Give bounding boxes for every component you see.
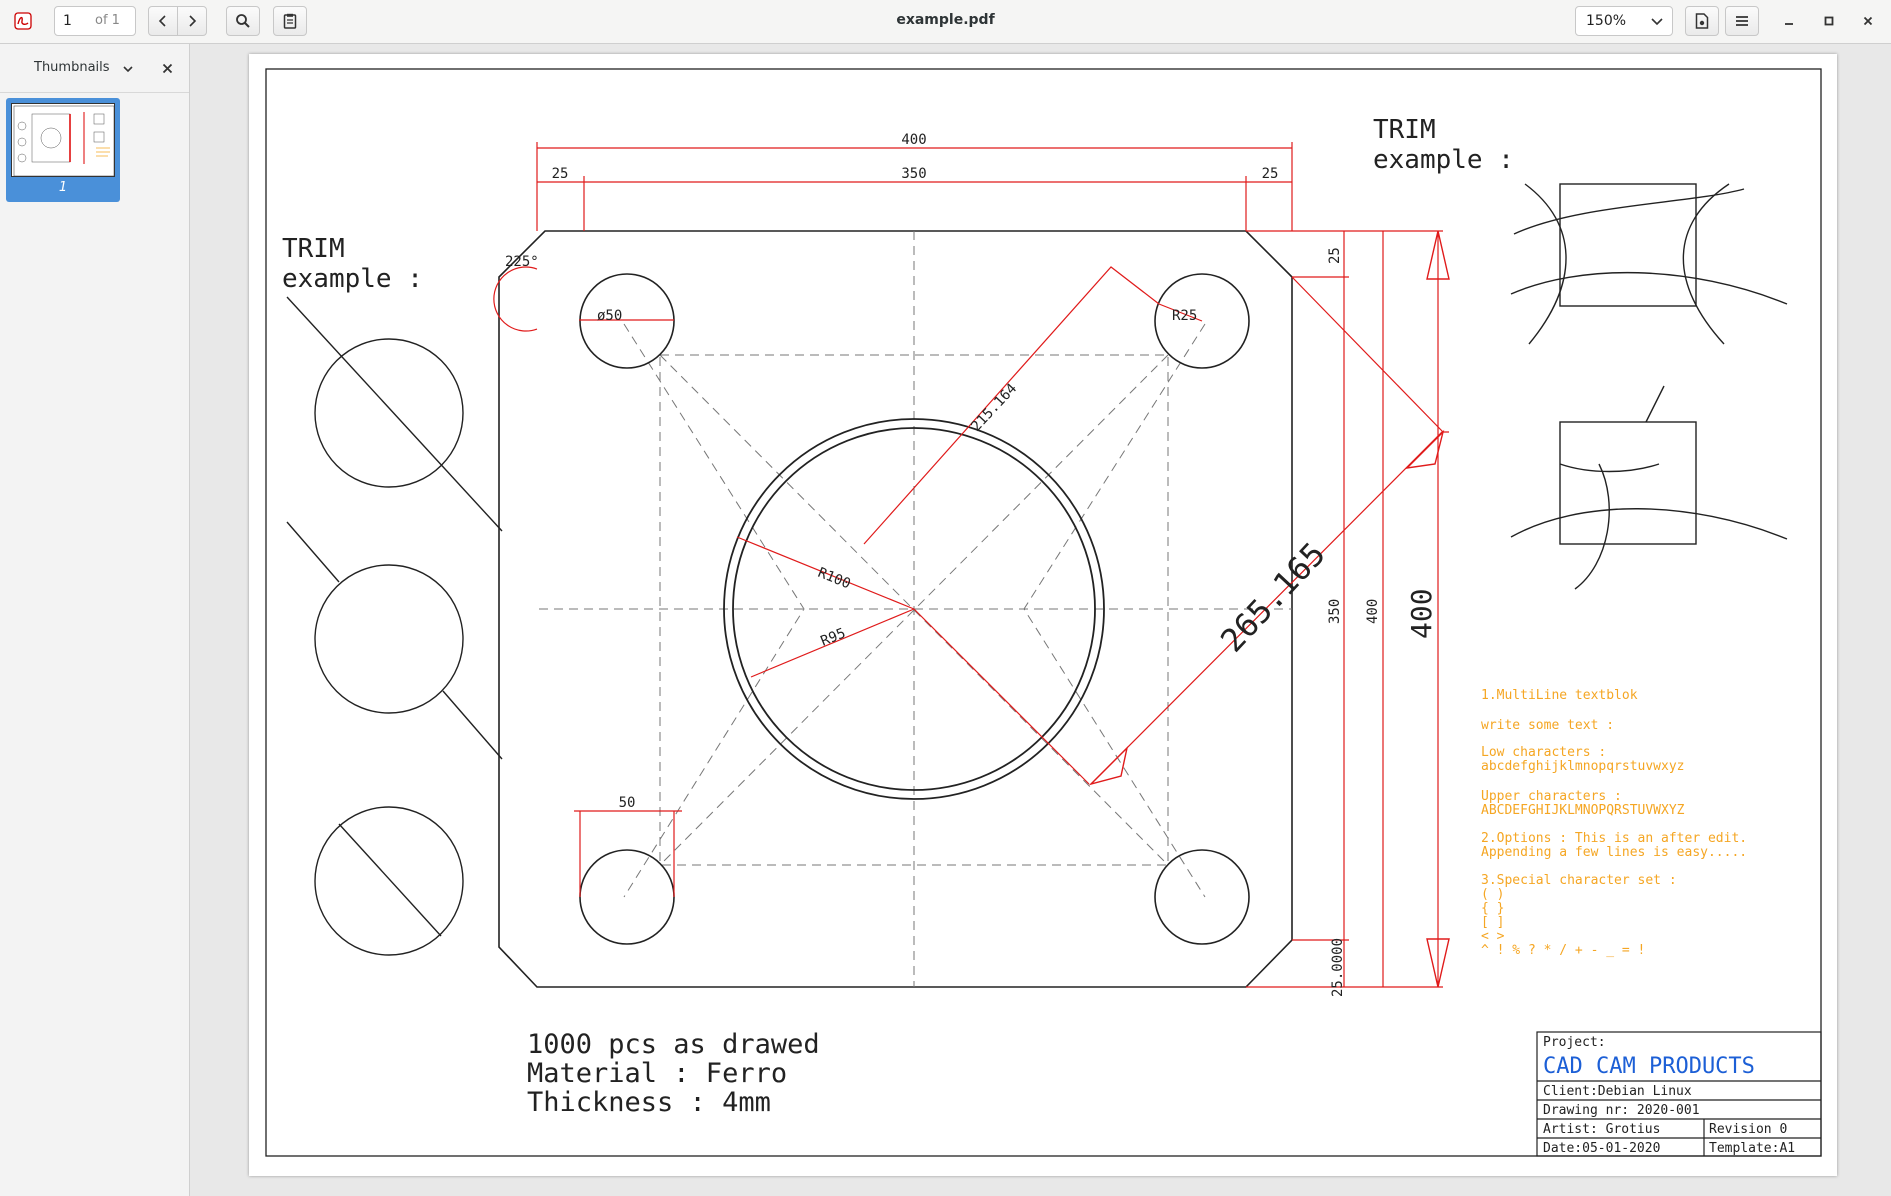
dim-diagonal-2: 265.165 bbox=[1213, 535, 1333, 660]
minimize-icon bbox=[1785, 23, 1793, 25]
text-line: < > bbox=[1481, 929, 1505, 944]
dim-r100: R100 bbox=[816, 565, 853, 592]
dim-vertical-25: 25 bbox=[1327, 247, 1343, 264]
annotations-button[interactable] bbox=[273, 6, 307, 36]
thumbnail-page-number: 1 bbox=[58, 180, 68, 195]
dimension-arrows bbox=[1088, 230, 1450, 988]
sidebar-header: Thumbnails bbox=[0, 44, 189, 93]
hamburger-menu-icon bbox=[1736, 16, 1748, 26]
dim-width-50: 50 bbox=[619, 795, 636, 811]
page-number: 1 bbox=[63, 13, 72, 29]
project-label: Project: bbox=[1543, 1035, 1606, 1050]
left-trim-shapes bbox=[286, 296, 503, 956]
close-icon bbox=[1863, 16, 1873, 26]
zoom-value: 150% bbox=[1586, 13, 1627, 29]
artist-info: Artist: Grotius bbox=[1543, 1122, 1660, 1137]
chevron-left-icon bbox=[158, 15, 166, 27]
note-material: Material : Ferro bbox=[527, 1058, 787, 1089]
dim-bottom-25: 25.0000 bbox=[1330, 938, 1346, 997]
text-line: ( ) bbox=[1481, 887, 1504, 902]
dim-right-margin: 25 bbox=[1262, 166, 1279, 182]
sidebar-mode-label[interactable]: Thumbnails bbox=[34, 60, 110, 75]
page-thumbnail[interactable]: 1 bbox=[6, 98, 120, 202]
dim-overall-width: 400 bbox=[901, 132, 926, 148]
template-info: Template:A1 bbox=[1709, 1141, 1795, 1156]
dim-angle: 225° bbox=[505, 254, 539, 270]
drawing-frame bbox=[265, 68, 1822, 1157]
previous-page-button[interactable] bbox=[148, 6, 178, 36]
sidebar: Thumbnails 1 bbox=[0, 44, 190, 1196]
close-sidebar-icon[interactable] bbox=[162, 63, 173, 74]
multiline-text-block: 1.MultiLine textblok write some text : L… bbox=[1481, 688, 1747, 958]
app-icon bbox=[12, 6, 34, 36]
text-line: write some text : bbox=[1481, 718, 1614, 733]
dim-vertical-400-small: 400 bbox=[1365, 599, 1381, 624]
text-line: 3.Special character set : bbox=[1481, 873, 1677, 888]
left-trim-title: TRIM example : bbox=[282, 234, 423, 294]
right-trim-title-line2: example : bbox=[1373, 145, 1514, 175]
title-block: Project: CAD CAM PRODUCTS Client:Debian … bbox=[1536, 1031, 1822, 1157]
corner-holes bbox=[579, 273, 1250, 945]
dim-hole-diameter: ø50 bbox=[597, 308, 622, 324]
next-page-button[interactable] bbox=[177, 6, 207, 36]
project-name: CAD CAM PRODUCTS bbox=[1543, 1054, 1755, 1079]
page-view-button[interactable] bbox=[1685, 6, 1719, 36]
clipboard-icon bbox=[283, 13, 297, 29]
text-line: 1.MultiLine textblok bbox=[1481, 688, 1638, 703]
center-lines bbox=[539, 231, 1292, 987]
left-trim-title-line1: TRIM bbox=[282, 234, 345, 264]
dim-diagonal-1: 215.164 bbox=[968, 381, 1020, 435]
text-line: Upper characters : bbox=[1481, 789, 1622, 804]
page-count: of 1 bbox=[95, 13, 120, 28]
right-trim-title-line1: TRIM bbox=[1373, 115, 1436, 145]
thumbnail-preview bbox=[11, 103, 115, 177]
date-info: Date:05-01-2020 bbox=[1543, 1141, 1660, 1156]
dim-vertical-400-large: 400 bbox=[1405, 588, 1438, 639]
text-line: abcdefghijklmnopqrstuvwxyz bbox=[1481, 759, 1685, 774]
menu-button[interactable] bbox=[1725, 6, 1759, 36]
document-page: 400 350 25 25 225° ø50 R25 215.164 R100 … bbox=[249, 54, 1837, 1176]
revision-info: Revision 0 bbox=[1709, 1122, 1787, 1137]
dim-left-margin: 25 bbox=[552, 166, 569, 182]
maximize-button[interactable] bbox=[1818, 6, 1840, 36]
right-trim-shapes bbox=[1510, 183, 1788, 590]
dim-vertical-350: 350 bbox=[1327, 599, 1343, 624]
close-window-button[interactable] bbox=[1857, 6, 1879, 36]
note-thickness: Thickness : 4mm bbox=[527, 1087, 771, 1118]
maximize-icon bbox=[1824, 16, 1834, 26]
minimize-button[interactable] bbox=[1778, 6, 1800, 36]
text-line: Appending a few lines is easy..... bbox=[1481, 845, 1747, 860]
client-info: Client:Debian Linux bbox=[1543, 1084, 1692, 1099]
dimension-lines bbox=[493, 142, 1449, 988]
note-quantity: 1000 pcs as drawed bbox=[527, 1029, 820, 1060]
search-button[interactable] bbox=[226, 6, 260, 36]
plate-outline bbox=[498, 230, 1293, 988]
text-line: 2.Options : This is an after edit. bbox=[1481, 831, 1747, 846]
drawing-number: Drawing nr: 2020-001 bbox=[1543, 1103, 1700, 1118]
text-line: ^ ! % ? * / + - _ = ! bbox=[1481, 943, 1645, 958]
dim-corner-radius: R25 bbox=[1172, 308, 1197, 324]
text-line: { } bbox=[1481, 901, 1504, 916]
chevron-down-icon bbox=[1651, 18, 1663, 26]
dim-r95: R95 bbox=[819, 625, 848, 649]
search-icon bbox=[236, 14, 250, 28]
zoom-select[interactable]: 150% bbox=[1575, 6, 1673, 36]
toolbar: 1 of 1 example.pdf 150% bbox=[0, 0, 1891, 44]
cad-drawing: 400 350 25 25 225° ø50 R25 215.164 R100 … bbox=[265, 68, 1822, 1157]
text-line: ABCDEFGHIJKLMNOPQRSTUVWXYZ bbox=[1481, 803, 1685, 818]
text-line: Low characters : bbox=[1481, 745, 1606, 760]
production-notes: 1000 pcs as drawed Material : Ferro Thic… bbox=[527, 1029, 820, 1118]
center-rings bbox=[723, 418, 1105, 800]
right-trim-title: TRIM example : bbox=[1373, 115, 1514, 175]
text-line: [ ] bbox=[1481, 915, 1504, 930]
left-trim-title-line2: example : bbox=[282, 264, 423, 294]
chevron-right-icon bbox=[189, 15, 197, 27]
dim-inner-width: 350 bbox=[901, 166, 926, 182]
document-view-icon bbox=[1695, 13, 1709, 29]
page-number-input[interactable]: 1 of 1 bbox=[54, 6, 136, 36]
chevron-down-icon[interactable] bbox=[122, 63, 134, 75]
